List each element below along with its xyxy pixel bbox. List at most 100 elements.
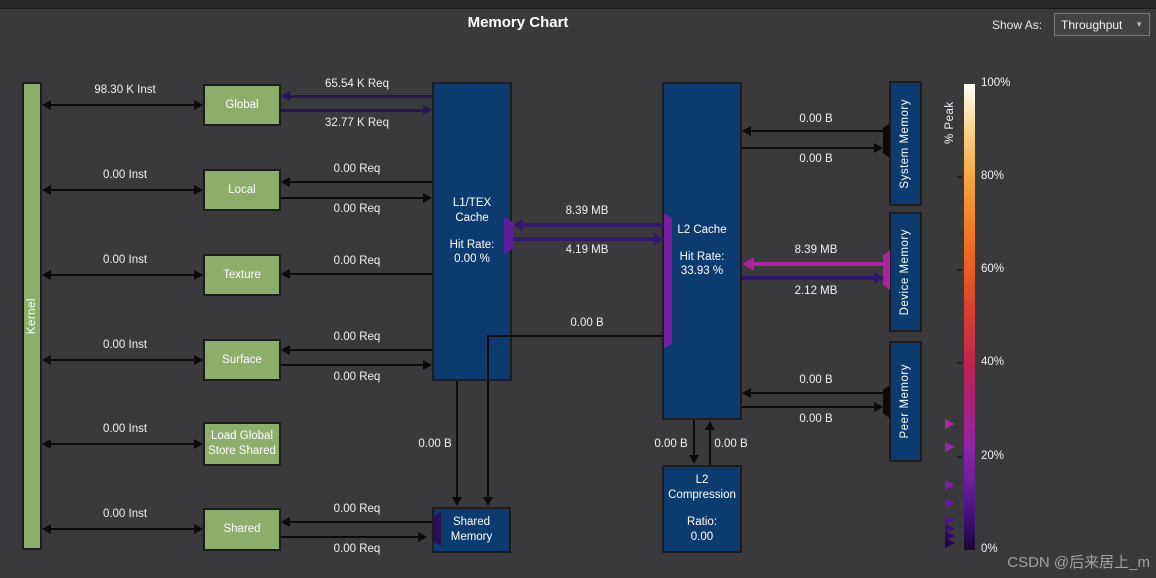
- link-label-local-req-in: 0.00 Req: [333, 163, 381, 175]
- arrowhead: [194, 439, 203, 449]
- link-l2-to-sharedmem-horizontal: [487, 335, 664, 337]
- peer-memory-box: Peer Memory: [889, 341, 922, 462]
- l2-hit-rate-value: 33.93 %: [680, 265, 724, 278]
- link-label-peer-in: 0.00 B: [799, 374, 833, 386]
- arrowhead: [874, 272, 884, 284]
- l1-title-line1: L1/TEX: [452, 196, 492, 209]
- arrowhead: [281, 269, 290, 279]
- l1-right-port: [504, 217, 513, 254]
- arrowhead: [742, 257, 754, 271]
- link-kernel-lgss: [46, 443, 199, 445]
- colorbar-tick-label-60: 60%: [981, 263, 1005, 275]
- arrowhead: [42, 185, 51, 195]
- shared-box: Shared: [203, 508, 281, 551]
- colorbar-tick-label-20: 20%: [981, 450, 1005, 462]
- link-label-dev-out: 2.12 MB: [794, 285, 838, 297]
- colorbar-tick-label-0: 0%: [981, 543, 998, 555]
- l1-hit-rate-label: Hit Rate:: [449, 238, 495, 251]
- l2-left-port: [664, 214, 672, 348]
- colorbar-tick: [957, 176, 962, 178]
- link-label-global-req-in: 65.54 K Req: [325, 78, 389, 90]
- l2-compression-box: L2 Compression Ratio: 0.00: [662, 465, 742, 553]
- arrowhead: [281, 177, 290, 187]
- link-l2-to-l1: [522, 223, 663, 227]
- arrowhead: [452, 497, 462, 506]
- link-kernel-surface: [46, 359, 199, 361]
- arrowhead: [42, 100, 51, 110]
- link-label-local-req-out: 0.00 Req: [333, 203, 381, 215]
- global-label: Global: [225, 98, 259, 111]
- colorbar-gradient: [964, 84, 975, 550]
- arrowhead: [513, 219, 523, 231]
- link-l1-to-global: [288, 95, 432, 98]
- arrowhead: [281, 345, 290, 355]
- link-label-kernel-surface-inst: 0.00 Inst: [102, 339, 148, 351]
- kernel-label: Kernel: [25, 297, 38, 335]
- arrowhead: [742, 126, 751, 136]
- surface-label: Surface: [222, 353, 262, 366]
- lgss-label-line1: Load Global: [210, 430, 274, 443]
- l2-cache-box: L2 Cache Hit Rate: 33.93 %: [662, 82, 742, 420]
- colorbar-tick-label-40: 40%: [981, 356, 1005, 368]
- link-l2-to-compression: [693, 420, 695, 456]
- system-memory-label: System Memory: [899, 98, 912, 189]
- global-box: Global: [203, 84, 281, 126]
- link-label-surface-req-in: 0.00 Req: [333, 331, 381, 343]
- link-label-dev-in: 8.39 MB: [794, 244, 838, 256]
- link-label-kernel-texture-inst: 0.00 Inst: [102, 254, 148, 266]
- link-shared-to-sharedmem: [281, 536, 419, 538]
- link-kernel-global: [46, 104, 199, 106]
- colorbar-value-marker: [945, 442, 955, 453]
- link-label-sys-out: 0.00 B: [799, 153, 833, 165]
- arrowhead: [281, 517, 290, 527]
- link-label-shared-req-out: 0.00 Req: [333, 543, 381, 555]
- colorbar-tick-label-100: 100%: [981, 77, 1011, 89]
- link-label-comp-up: 0.00 B: [714, 438, 748, 450]
- lgss-label-line2: Store Shared: [208, 445, 276, 457]
- l2-compression-ratio-value: 0.00: [690, 530, 714, 543]
- arrowhead: [194, 185, 203, 195]
- arrowhead: [281, 91, 290, 101]
- arrowhead: [689, 455, 699, 464]
- shared-memory-box: Shared Memory: [432, 507, 511, 553]
- colorbar-value-marker: [945, 531, 955, 542]
- colorbar-tick-label-80: 80%: [981, 170, 1005, 182]
- arrowhead: [654, 233, 664, 245]
- link-l2-to-sysmem: [742, 147, 875, 149]
- arrowhead: [874, 143, 883, 153]
- colorbar-tick: [957, 456, 962, 458]
- show-as-label: Show As:: [992, 18, 1043, 32]
- l2-compression-ratio-label: Ratio:: [686, 516, 718, 528]
- load-global-store-shared-box: Load Global Store Shared: [203, 422, 281, 466]
- surface-box: Surface: [203, 339, 281, 381]
- arrowhead: [742, 388, 751, 398]
- arrowhead: [42, 355, 51, 365]
- link-l2-to-peermem: [742, 406, 875, 408]
- colorbar-axis-label: % Peak: [944, 101, 956, 144]
- watermark: CSDN @后来居上_m: [1007, 554, 1150, 571]
- link-kernel-texture: [46, 274, 199, 276]
- colorbar-value-marker: [945, 419, 955, 430]
- arrowhead: [418, 532, 427, 542]
- arrowhead: [423, 193, 432, 203]
- link-peermem-to-l2: [749, 392, 884, 394]
- local-label: Local: [228, 183, 256, 196]
- arrowhead: [194, 355, 203, 365]
- local-box: Local: [203, 169, 281, 211]
- system-memory-box: System Memory: [889, 81, 922, 206]
- link-label-l2-to-l1: 8.39 MB: [565, 205, 609, 217]
- texture-box: Texture: [203, 254, 281, 296]
- arrowhead: [42, 270, 51, 280]
- link-sharedmem-to-shared: [288, 521, 432, 523]
- link-sysmem-to-l2: [749, 130, 884, 132]
- arrowhead: [42, 524, 51, 534]
- colorbar-value-marker: [945, 479, 955, 490]
- show-as-dropdown[interactable]: Throughput ▼: [1054, 13, 1150, 36]
- show-as-dropdown-value: Throughput: [1061, 17, 1123, 32]
- shared-memory-port: [434, 512, 441, 546]
- link-l2-to-devmem: [742, 276, 875, 280]
- arrowhead: [194, 100, 203, 110]
- link-l1-to-l2: [513, 237, 655, 241]
- peer-memory-port: [883, 385, 890, 418]
